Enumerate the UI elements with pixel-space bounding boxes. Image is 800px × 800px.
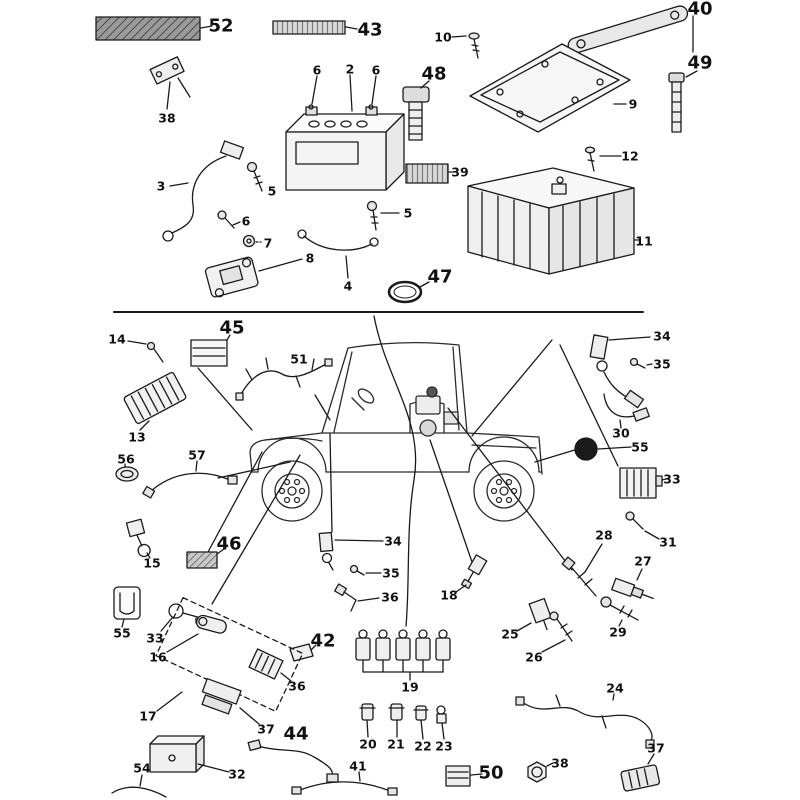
part-ecu-13 [123, 372, 187, 431]
part-cable-57 [142, 460, 238, 499]
vehicle-illustration [249, 341, 543, 522]
part-bolt-5-left [246, 161, 263, 192]
part-lock-cylinder-16 [166, 614, 227, 653]
part-bracket-30 [603, 393, 650, 429]
part-clip-20 [359, 703, 376, 738]
part-relay-32 [149, 735, 230, 773]
part-bolt-5-right [366, 200, 400, 231]
part-bolt-6-mid [217, 210, 241, 229]
part-clip-42 [289, 643, 317, 662]
part-module-50 [445, 765, 483, 787]
part-battery-2 [285, 74, 405, 191]
part-connector-36-bottom [248, 648, 292, 682]
part-connector-37-bottom-left [201, 677, 260, 725]
part-knob-55-right [574, 437, 632, 461]
part-screw-31 [625, 511, 660, 540]
part-screw-10 [451, 32, 480, 59]
part-screw-14 [127, 340, 164, 363]
part-sensor-15 [125, 518, 151, 559]
part-nut-38-bottom [527, 761, 554, 783]
part-clip-23 [436, 705, 447, 740]
part-wire-54 [111, 774, 167, 798]
part-decal-46 [186, 548, 225, 569]
part-strap-40 [567, 5, 694, 54]
part-decal-43 [272, 20, 358, 35]
part-plug-27 [611, 568, 654, 599]
part-battery-box-11 [467, 167, 640, 275]
part-bolt-29 [600, 596, 639, 627]
part-plug-18 [455, 554, 488, 593]
part-connector-38-top [149, 56, 191, 110]
part-oring-47 [387, 280, 430, 304]
part-grommet-56 [115, 463, 139, 482]
part-clip-22 [413, 705, 429, 740]
part-bolt-28 [561, 543, 603, 597]
part-coil-row-19 [355, 629, 451, 681]
part-harness-24 [515, 693, 655, 749]
part-cable-3 [162, 140, 245, 242]
leader-lines [197, 315, 619, 627]
part-bolt-49 [668, 70, 698, 133]
part-screw-35-mid [349, 564, 382, 576]
part-bolt-26 [541, 611, 573, 653]
part-cap-7 [242, 234, 262, 248]
part-fitting-36-mid [334, 583, 380, 612]
part-connector-37-bottom-right [620, 753, 660, 792]
part-screw-35-right [629, 357, 653, 369]
part-harness-51 [235, 357, 333, 401]
part-box-45 [190, 334, 231, 367]
part-lid-9 [469, 43, 631, 133]
part-solenoid-8 [204, 256, 303, 298]
part-bolt-48 [402, 80, 430, 141]
part-wire-41 [291, 771, 398, 796]
part-housing-55-left [113, 586, 141, 628]
part-decal-39 [405, 163, 455, 184]
part-decal-52 [95, 16, 213, 41]
part-wire-44 [247, 739, 339, 783]
part-switch-34-mid [318, 531, 384, 571]
part-switch-34-right [589, 334, 651, 409]
part-ecu-33-right [619, 467, 667, 499]
part-screw-12 [584, 146, 622, 172]
part-cable-4 [297, 229, 379, 279]
part-coil-25 [516, 597, 552, 632]
part-clip-21 [388, 703, 405, 738]
